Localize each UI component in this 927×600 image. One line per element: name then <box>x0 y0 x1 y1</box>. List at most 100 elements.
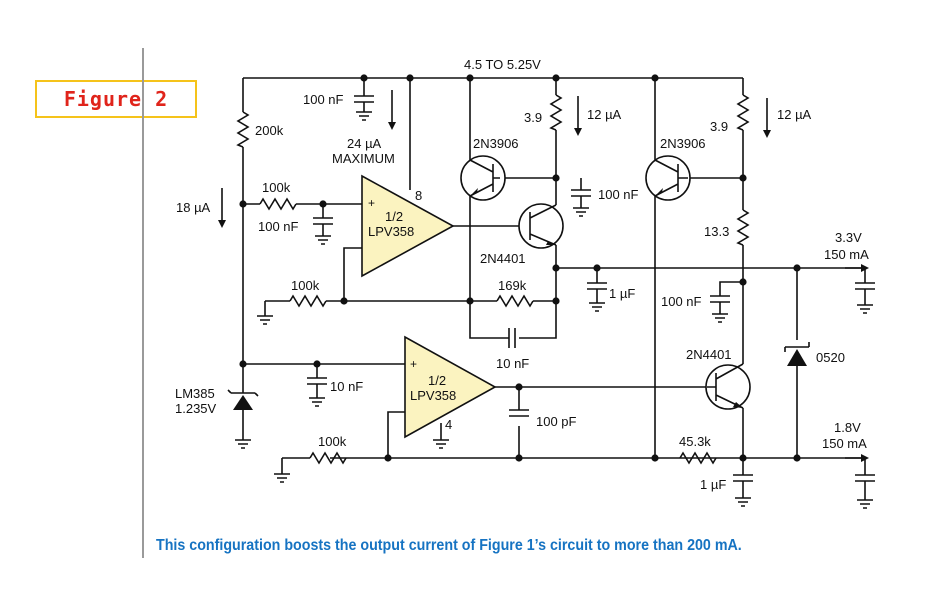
label-c-10nF-ref: 10 nF <box>330 379 363 394</box>
capacitor-100nF-top <box>354 95 374 112</box>
figure-label-box: Figure 2 <box>35 80 197 118</box>
vertical-divider <box>142 48 144 558</box>
diode-lm385 <box>227 388 259 425</box>
transistor-arrows <box>470 188 743 408</box>
label-r-45k: 45.3k <box>679 434 711 449</box>
opamp-2 <box>404 335 497 439</box>
label-c-1uF-b: 1 µF <box>700 477 726 492</box>
ground-icon <box>433 439 449 449</box>
diode-0520 <box>784 342 810 366</box>
label-pin8: 8 <box>415 188 422 203</box>
resistor-100k-input <box>259 197 297 211</box>
resistor-13p3 <box>736 209 750 246</box>
label-r-13p3: 13.3 <box>704 224 729 239</box>
ground-icon <box>735 497 751 507</box>
label-opamp1-frac: 1/2 <box>385 209 403 224</box>
label-q3: 2N3906 <box>660 136 706 151</box>
resistor-45p3k <box>679 451 717 465</box>
label-q2: 2N4401 <box>480 251 526 266</box>
ground-icon <box>589 302 605 312</box>
label-ref-v: 1.235V <box>175 401 217 416</box>
transistors <box>460 155 751 410</box>
label-ref-name: LM385 <box>175 386 215 401</box>
opamp-1 <box>361 174 455 278</box>
label-c-10nF-fb: 10 nF <box>496 356 529 371</box>
label-q1: 2N3906 <box>473 136 519 151</box>
label-opamp1-name: LPV358 <box>368 224 414 239</box>
ground-icon <box>315 235 331 245</box>
supply-label: 4.5 TO 5.25V <box>464 57 541 72</box>
junction-dots <box>239 74 801 462</box>
label-r-in1: 100k <box>262 180 291 195</box>
label-diode: 0520 <box>816 350 845 365</box>
ground-icon <box>712 313 728 323</box>
capacitor-100nF-right <box>710 295 730 314</box>
svg-text:+: + <box>368 196 375 210</box>
ground-icon <box>356 111 372 121</box>
capacitor-1uF-a <box>587 282 607 303</box>
figure-label: Figure 2 <box>63 87 169 111</box>
resistor-169k <box>496 294 534 308</box>
capacitor-10nF-fb <box>508 328 516 348</box>
label-i-max-value: 24 µA <box>347 136 382 151</box>
capacitor-100pF <box>509 409 529 417</box>
resistor-100k-feedback <box>289 294 327 308</box>
label-c-1uF-a: 1 µF <box>609 286 635 301</box>
label-opamp2-frac: 1/2 <box>428 373 446 388</box>
label-out1-v: 3.3V <box>835 230 862 245</box>
label-c-top: 100 nF <box>303 92 344 107</box>
label-r-200k: 200k <box>255 123 284 138</box>
label-opamp2-name: LPV358 <box>410 388 456 403</box>
diodes <box>227 342 810 425</box>
resistor-100k-bottom <box>309 451 347 465</box>
capacitors <box>307 95 875 500</box>
label-out1-i: 150 mA <box>824 247 869 262</box>
grounds <box>235 111 873 509</box>
capacitor-100nF-input <box>313 217 333 236</box>
label-r-3p9-b: 3.9 <box>710 119 728 134</box>
label-c-100pF: 100 pF <box>536 414 577 429</box>
current-arrows <box>218 90 869 462</box>
ground-icon <box>857 304 873 314</box>
ground-icon <box>857 499 873 509</box>
label-out2-i: 150 mA <box>822 436 867 451</box>
ground-icon <box>235 439 251 449</box>
label-i-12-b: 12 µA <box>777 107 812 122</box>
transistor-q4 <box>705 363 751 410</box>
label-r-169k: 169k <box>498 278 527 293</box>
transistor-q1 <box>460 155 506 201</box>
transistor-q2 <box>518 203 564 249</box>
label-c-q1: 100 nF <box>598 187 639 202</box>
resistors <box>236 94 750 465</box>
svg-text:+: + <box>410 357 417 371</box>
label-c-in1: 100 nF <box>258 219 299 234</box>
opamp-signs: + + <box>368 196 417 371</box>
label-i-12-a: 12 µA <box>587 107 622 122</box>
wires <box>242 77 866 475</box>
label-pin4: 4 <box>445 417 452 432</box>
component-labels: 4.5 TO 5.25V 100 nF 24 µA MAXIMUM 200k 1… <box>175 57 869 492</box>
label-out2-v: 1.8V <box>834 420 861 435</box>
label-q4: 2N4401 <box>686 347 732 362</box>
resistor-3p9-a <box>549 94 563 131</box>
label-r-fb2: 100k <box>318 434 347 449</box>
label-r-fb1: 100k <box>291 278 320 293</box>
capacitor-100nF-q1 <box>571 189 591 208</box>
resistor-200k <box>236 111 250 148</box>
label-i-18: 18 µA <box>176 200 211 215</box>
transistor-q3 <box>645 155 691 201</box>
op-amps <box>361 174 497 439</box>
label-r-3p9-a: 3.9 <box>524 110 542 125</box>
capacitor-load-1v8 <box>855 474 875 500</box>
capacitor-10nF-ref <box>307 377 327 398</box>
ground-icon <box>257 301 273 325</box>
capacitor-load-3v3 <box>855 282 875 305</box>
ground-icon <box>274 458 290 483</box>
capacitor-1uF-b <box>733 474 753 498</box>
ground-icon <box>573 207 589 217</box>
ground-icon <box>309 397 325 407</box>
label-c-100nF-right: 100 nF <box>661 294 702 309</box>
resistor-3p9-b <box>736 94 750 131</box>
figure-caption: This configuration boosts the output cur… <box>156 537 742 554</box>
